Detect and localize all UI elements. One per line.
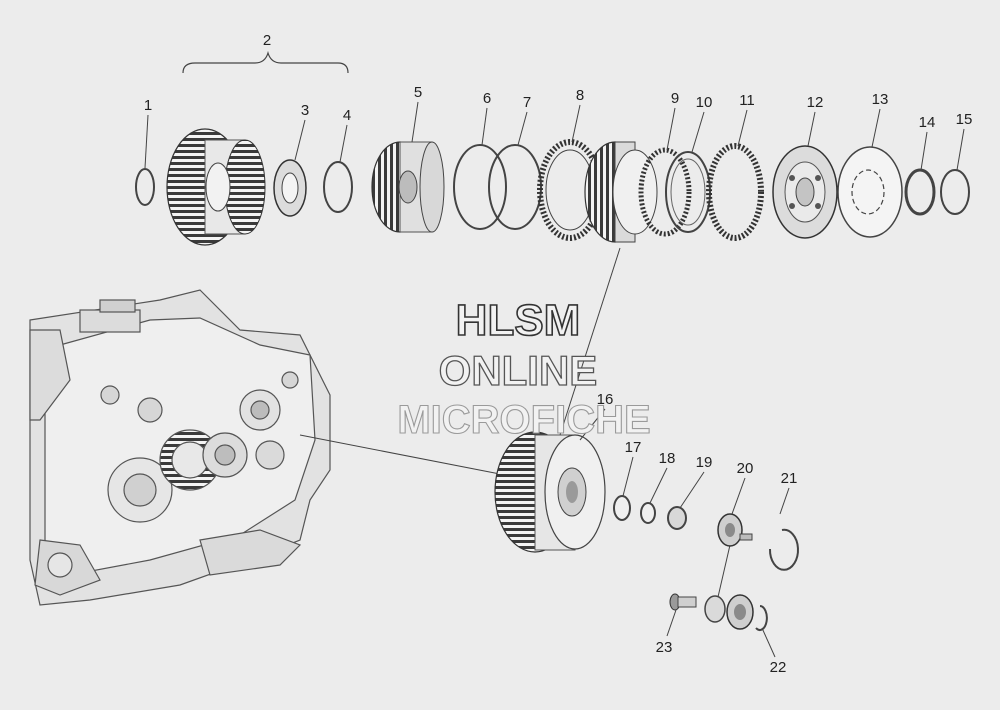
label-part-20: 20 bbox=[737, 460, 754, 477]
part-15-snap-ring bbox=[940, 169, 970, 215]
part-2-gear bbox=[166, 128, 266, 246]
part-16-clutch-assembly bbox=[494, 431, 606, 553]
label-part-4: 4 bbox=[343, 107, 351, 124]
label-part-9: 9 bbox=[671, 90, 679, 107]
watermark-line-3: MICROFICHE bbox=[397, 398, 650, 442]
label-part-13: 13 bbox=[872, 91, 889, 108]
label-part-14: 14 bbox=[919, 114, 936, 131]
label-part-8: 8 bbox=[576, 87, 584, 104]
label-part-6: 6 bbox=[483, 90, 491, 107]
leader-line-plates bbox=[559, 247, 621, 436]
part-10-steel-plate bbox=[665, 151, 711, 233]
part-21-clip bbox=[768, 528, 799, 571]
part-number-labels: 1 2 3 4 5 6 7 8 9 10 11 12 13 14 15 16 1… bbox=[144, 32, 973, 676]
label-part-21: 21 bbox=[781, 470, 798, 487]
label-part-7: 7 bbox=[523, 94, 531, 111]
label-part-3: 3 bbox=[301, 102, 309, 119]
label-part-5: 5 bbox=[414, 84, 422, 101]
part-19-nut bbox=[667, 506, 687, 530]
leader-line-engine bbox=[299, 434, 506, 476]
label-part-15: 15 bbox=[956, 111, 973, 128]
part-22-clip bbox=[755, 605, 768, 631]
part-9-friction-plate bbox=[638, 147, 692, 237]
part-18-washer bbox=[640, 502, 656, 524]
bearing-small bbox=[704, 595, 726, 623]
label-part-10: 10 bbox=[696, 94, 713, 111]
part-3-bearing bbox=[273, 159, 307, 217]
bearing-large bbox=[726, 594, 754, 630]
watermark-line-1: HLSM bbox=[456, 296, 581, 345]
part-7-ring bbox=[488, 144, 542, 230]
label-part-17: 17 bbox=[625, 439, 642, 456]
watermark: HLSM ONLINE MICROFICHE bbox=[397, 295, 651, 442]
part-11-friction-plate bbox=[706, 143, 764, 241]
bracket-part-2 bbox=[182, 50, 349, 74]
part-14-ring bbox=[904, 168, 936, 216]
label-part-18: 18 bbox=[659, 450, 676, 467]
label-part-16: 16 bbox=[597, 391, 614, 408]
engine-crankcase bbox=[29, 289, 331, 606]
part-20-adjuster bbox=[717, 513, 753, 547]
part-5-clutch-hub bbox=[371, 141, 445, 233]
label-part-19: 19 bbox=[696, 454, 713, 471]
label-part-12: 12 bbox=[807, 94, 824, 111]
part-1-snap-ring bbox=[135, 168, 155, 206]
part-17-washer bbox=[613, 495, 631, 521]
part-12-pressure-plate bbox=[772, 145, 838, 239]
watermark-line-2: ONLINE bbox=[439, 347, 598, 394]
label-part-1: 1 bbox=[144, 97, 152, 114]
part-6-ring bbox=[453, 144, 507, 230]
label-part-2: 2 bbox=[263, 32, 271, 49]
label-part-23: 23 bbox=[656, 639, 673, 656]
part-13-spring-plate bbox=[837, 146, 903, 238]
part-23-screw bbox=[669, 593, 697, 611]
label-part-11: 11 bbox=[739, 92, 755, 109]
part-4-snap-ring bbox=[323, 161, 353, 213]
clutch-plate-stack bbox=[584, 141, 658, 243]
label-part-22: 22 bbox=[770, 659, 787, 676]
